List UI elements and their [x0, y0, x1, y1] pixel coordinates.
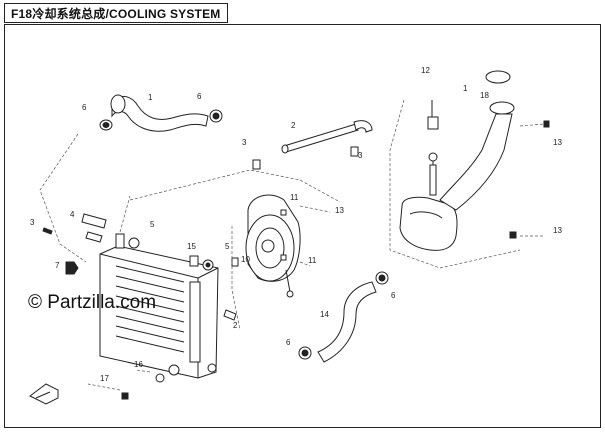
callout-c-7: 7 — [55, 261, 60, 270]
mount-nut-bottom — [155, 363, 217, 383]
callout-c-4: 4 — [70, 210, 75, 219]
hose-clamp-upper-left — [99, 119, 113, 131]
callout-c-6b: 6 — [197, 92, 202, 101]
callout-c-11b: 11 — [308, 256, 317, 265]
callout-c-14: 14 — [320, 310, 329, 319]
callout-c-15: 15 — [187, 242, 196, 251]
bracket-clip — [81, 213, 107, 243]
bolt-17 — [121, 392, 129, 400]
clip-2 — [223, 309, 237, 321]
small-clamp-left — [252, 159, 261, 170]
callout-c-3b: 3 — [358, 151, 363, 160]
screw-left — [42, 227, 53, 235]
callout-c-13a: 13 — [553, 138, 562, 147]
callout-c-6a: 6 — [82, 103, 87, 112]
callout-c-3c: 3 — [30, 218, 35, 227]
alignment-lines — [39, 99, 545, 391]
nut-10 — [231, 257, 239, 267]
upper-radiator-hose — [110, 94, 209, 132]
callout-c-5b: 5 — [225, 242, 230, 251]
callout-c-12: 12 — [421, 66, 430, 75]
watermark-text: © Partzilla.com — [28, 292, 157, 313]
callout-c-17: 17 — [100, 374, 109, 383]
nut-5 — [202, 259, 214, 271]
hose-clamp-upper-right — [209, 109, 223, 123]
callout-c-13b: 13 — [553, 226, 562, 235]
bolt-15 — [189, 255, 199, 267]
radiator — [99, 245, 219, 379]
callout-c-1b: 1 — [463, 84, 468, 93]
breather-pipe — [281, 120, 373, 154]
callout-c-16: 16 — [134, 360, 143, 369]
hose-clamp-lower-left — [298, 346, 312, 360]
callout-c-2b: 2 — [233, 321, 238, 330]
callout-c-5a: 5 — [150, 220, 155, 229]
callout-c-1a: 1 — [148, 93, 153, 102]
lower-radiator-hose — [317, 281, 377, 363]
callout-c-13c: 13 — [335, 206, 344, 215]
callout-c-2: 2 — [291, 121, 296, 130]
callout-c-3a: 3 — [242, 138, 247, 147]
cooling-fan — [245, 194, 301, 298]
radiator-cap — [115, 233, 140, 249]
callout-c-18: 18 — [480, 91, 489, 100]
expansion-tank — [399, 70, 515, 251]
drain-plug — [65, 261, 79, 275]
callout-c-6c: 6 — [391, 291, 396, 300]
diagram-frame — [4, 24, 601, 428]
small-clamp-right — [350, 146, 359, 157]
tank-bolt-right — [543, 120, 550, 128]
front-direction-arrow-icon — [29, 383, 59, 405]
fan-bolt — [280, 209, 287, 261]
tank-bracket — [427, 100, 439, 196]
callout-c-11a: 11 — [290, 193, 299, 202]
callout-c-6d: 6 — [286, 338, 291, 347]
tank-bolt-lower — [509, 231, 517, 239]
hose-clamp-lower-right — [375, 271, 389, 285]
diagram-title: F18冷却系统总成/COOLING SYSTEM — [4, 3, 228, 23]
callout-c-10: 10 — [241, 255, 250, 264]
